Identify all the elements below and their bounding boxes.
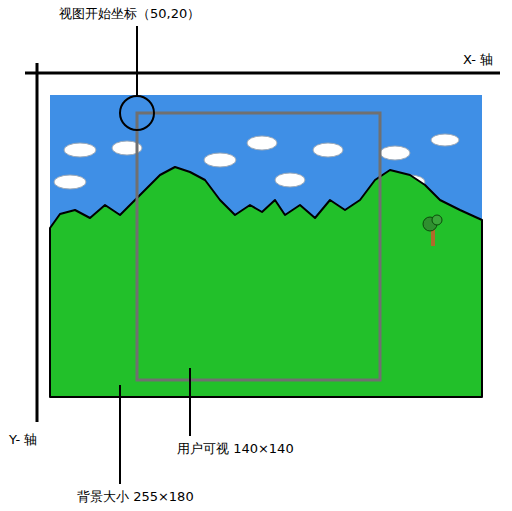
view-size-label: 用户可视 140×140 (176, 441, 295, 457)
leader-line (119, 385, 121, 484)
sky (50, 95, 482, 397)
tree (423, 215, 442, 246)
annotation-label: 视图开始坐标（50,20） (58, 6, 201, 22)
y-axis (36, 63, 39, 422)
origin-circle (120, 96, 154, 130)
background-size-label: 背景大小 255×180 (76, 489, 195, 505)
x-axis (25, 72, 500, 75)
leader-line (189, 368, 191, 436)
axis-label: Y- 轴 (8, 432, 38, 448)
green-hills (50, 167, 482, 397)
axis-label: X- 轴 (462, 52, 494, 68)
leader-line (136, 26, 138, 96)
view-rectangle (137, 113, 380, 380)
